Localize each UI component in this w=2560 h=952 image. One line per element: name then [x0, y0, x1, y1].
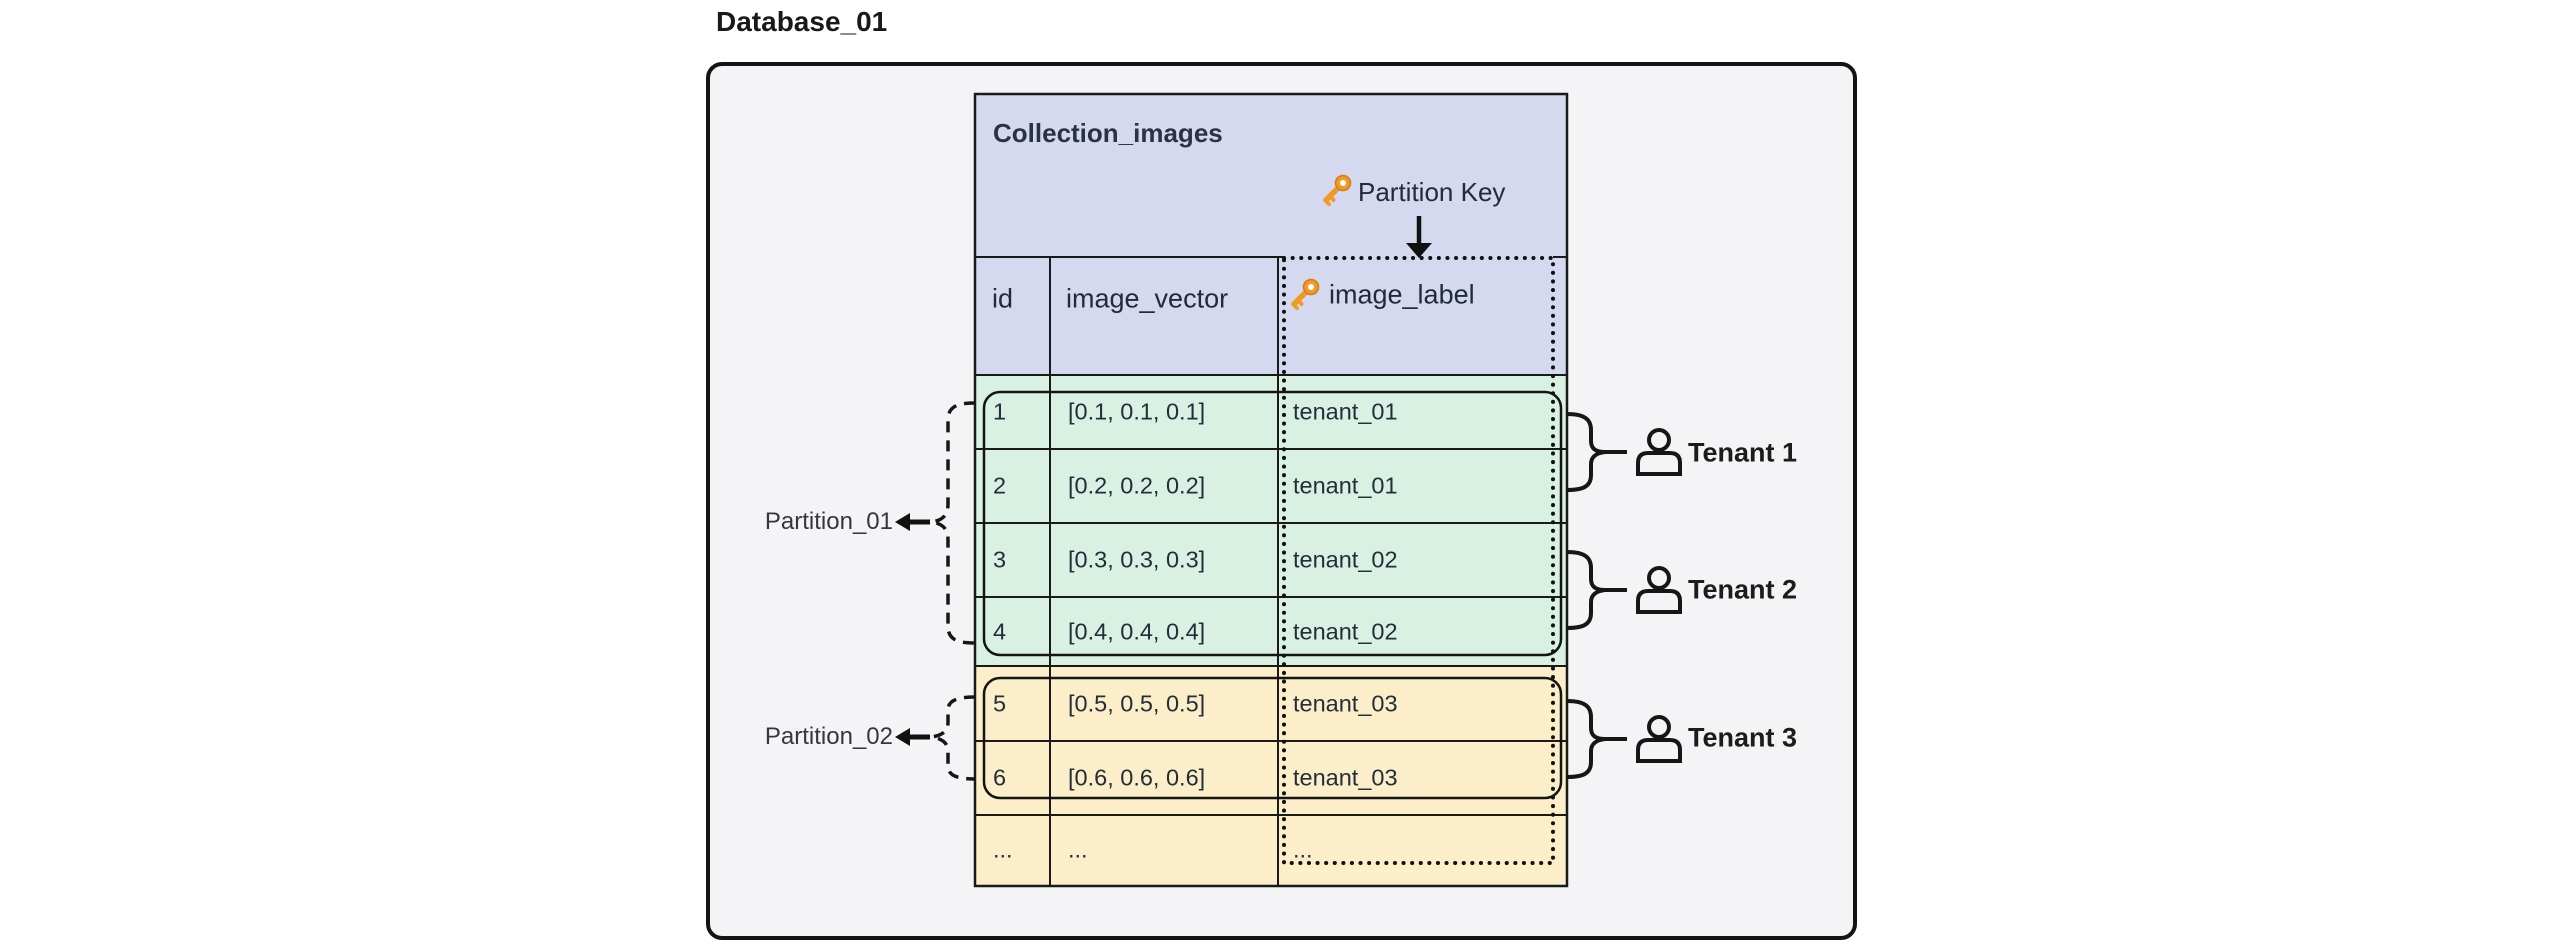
cell-label: tenant_03: [1293, 690, 1398, 717]
cell-vector: [0.3, 0.3, 0.3]: [1068, 546, 1206, 573]
partition2-label: Partition_02: [764, 723, 893, 750]
tenant1-label: Tenant 1: [1688, 437, 1798, 468]
cell-label: tenant_02: [1293, 618, 1398, 645]
column-header-id: id: [992, 283, 1014, 314]
cell-label: tenant_01: [1293, 398, 1398, 425]
cell-label: ...: [1293, 836, 1313, 863]
cell-id: ...: [993, 836, 1013, 863]
cell-vector: [0.1, 0.1, 0.1]: [1068, 398, 1206, 425]
cell-vector: [0.2, 0.2, 0.2]: [1068, 472, 1206, 499]
cell-vector: [0.6, 0.6, 0.6]: [1068, 764, 1206, 791]
partition1-label: Partition_01: [764, 508, 893, 535]
partition-key-label: Partition Key: [1358, 177, 1506, 207]
cell-id: 2: [993, 472, 1007, 499]
cell-label: tenant_03: [1293, 764, 1398, 791]
column-header-image-vector: image_vector: [1066, 283, 1229, 314]
page-title: Database_01: [716, 6, 888, 37]
cell-id: 4: [993, 618, 1007, 645]
cell-label: tenant_02: [1293, 546, 1398, 573]
cell-id: 5: [993, 690, 1007, 717]
cell-label: tenant_01: [1293, 472, 1398, 499]
column-header-image-label: image_label: [1329, 279, 1475, 310]
tenant2-label: Tenant 2: [1688, 574, 1798, 605]
collection-name: Collection_images: [993, 118, 1223, 148]
cell-id: 3: [993, 546, 1007, 573]
cell-id: 1: [993, 398, 1007, 425]
tenant3-label: Tenant 3: [1688, 722, 1798, 753]
cell-id: 6: [993, 764, 1007, 791]
cell-vector: [0.5, 0.5, 0.5]: [1068, 690, 1206, 717]
partition1-rows-background: [975, 375, 1567, 666]
partition2-rows-background: [975, 666, 1567, 886]
cell-vector: [0.4, 0.4, 0.4]: [1068, 618, 1206, 645]
cell-vector: ...: [1068, 836, 1088, 863]
